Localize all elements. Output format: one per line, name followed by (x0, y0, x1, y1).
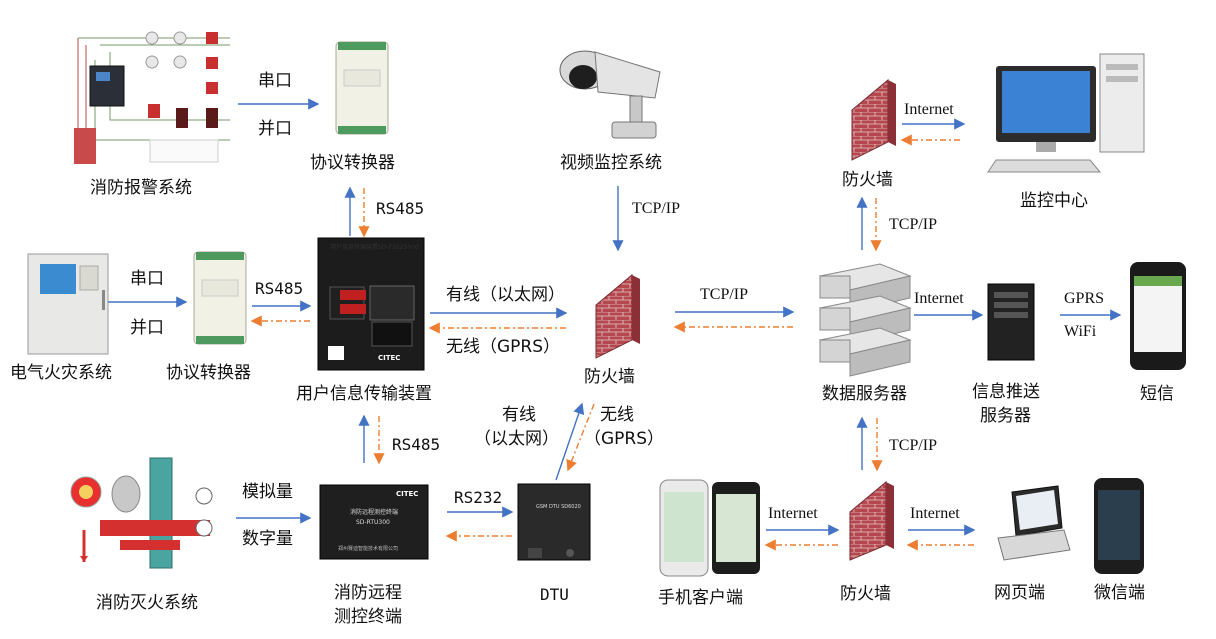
rs232-label: RS232 (454, 488, 502, 507)
mobile-phones-icon (659, 479, 760, 577)
remote-terminal-label-2: 测控终端 (334, 607, 402, 627)
dtu-label: DTU (540, 585, 569, 604)
firewall-bottom-icon (849, 480, 894, 561)
citec-brand-device: CITEC (378, 354, 400, 362)
wechat-phone-icon (1094, 478, 1144, 574)
arrow-dtu-to-firewall (555, 402, 585, 481)
wired-ethernet-label: 有线（以太网） (446, 285, 565, 305)
dtu-model-text: GSM DTU SD6020 (536, 504, 581, 510)
push-server-tower-icon (987, 283, 1035, 361)
wifi-label: WiFi (1064, 323, 1097, 340)
parallel-label-top: 并口 (258, 119, 292, 139)
web-client-label: 网页端 (994, 583, 1045, 603)
firewall-center-label: 防火墙 (584, 367, 635, 387)
wechat-client-label: 微信端 (1094, 583, 1145, 603)
citec-brand-rtu: CITEC (396, 490, 418, 498)
protocol-converter-top-label: 协议转换器 (310, 153, 395, 173)
push-server-label-2: 服务器 (980, 406, 1031, 426)
wireless-label-2: （GPRS） (584, 429, 664, 449)
wireless-gprs-label: 无线（GPRS） (446, 337, 560, 357)
wireless-label-1: 无线 (600, 405, 634, 425)
protocol-converter-top-image (335, 41, 389, 135)
serial-label-mid: 串口 (130, 269, 164, 289)
remote-terminal-label-1: 消防远程 (334, 583, 402, 603)
mobile-client-label: 手机客户端 (658, 588, 743, 608)
camera-icon (559, 50, 661, 139)
serial-label-top: 串口 (258, 71, 292, 91)
dtu-device-image (517, 483, 591, 561)
analog-label: 模拟量 (242, 482, 293, 502)
internet-push-label: Internet (914, 290, 964, 307)
fire-alarm-label: 消防报警系统 (90, 178, 192, 198)
sms-label: 短信 (1140, 384, 1174, 404)
tcpip-video-label: TCP/IP (632, 200, 680, 217)
push-server-label-1: 信息推送 (972, 382, 1040, 402)
electric-fire-label: 电气火灾系统 (10, 363, 112, 383)
user-device-panel-text: 用户信息传输装置SD-F3025000 (330, 243, 419, 251)
user-info-device-image (317, 237, 425, 371)
protocol-converter-mid-label: 协议转换器 (166, 363, 251, 383)
wired-label-1: 有线 (502, 405, 536, 425)
wired-label-2: （以太网） (474, 429, 559, 449)
fire-extinguishing-system-image (70, 457, 213, 569)
sms-phone-icon (1130, 262, 1186, 370)
firewall-bottom-label: 防火墙 (840, 584, 891, 604)
protocol-converter-mid-image (193, 251, 247, 345)
parallel-label-mid: 并口 (130, 318, 164, 338)
internet-web-label: Internet (910, 505, 960, 522)
firewall-top-icon (851, 78, 896, 161)
tcpip-top-label: TCP/IP (889, 216, 937, 233)
data-server-label: 数据服务器 (822, 384, 907, 404)
laptop-icon (997, 485, 1071, 561)
monitor-center-label: 监控中心 (1020, 191, 1088, 211)
rtu-model-text: SD-RTU300 (356, 519, 390, 526)
rtu-company-text: 郑州赛迪智能技术有限公司 (338, 545, 398, 552)
user-device-label: 用户信息传输装置 (296, 384, 432, 404)
extinguish-label: 消防灭火系统 (96, 593, 198, 613)
remote-terminal-image (319, 484, 429, 560)
internet-top-label: Internet (904, 101, 954, 118)
firewall-center-icon (595, 273, 640, 359)
rs485-top-label: RS485 (376, 199, 424, 218)
rtu-name-text: 消防远程测控终端 (350, 508, 398, 516)
gprs-label: GPRS (1064, 290, 1104, 307)
tcpip-center-label: TCP/IP (700, 286, 748, 303)
firewall-top-label: 防火墙 (842, 170, 893, 190)
monitor-center-computer-icon (987, 53, 1145, 173)
tcpip-bottom-label: TCP/IP (889, 437, 937, 454)
rs485-bottom-label: RS485 (392, 435, 440, 454)
internet-mobile-label: Internet (768, 505, 818, 522)
video-monitoring-label: 视频监控系统 (560, 153, 662, 173)
arrow-firewall-to-dtu (566, 403, 595, 472)
electric-fire-cabinet-icon (27, 253, 109, 355)
rs485-mid-label: RS485 (255, 279, 303, 298)
digital-label: 数字量 (242, 529, 293, 549)
fire-alarm-system-image (74, 31, 230, 164)
data-server-icon (818, 263, 912, 377)
